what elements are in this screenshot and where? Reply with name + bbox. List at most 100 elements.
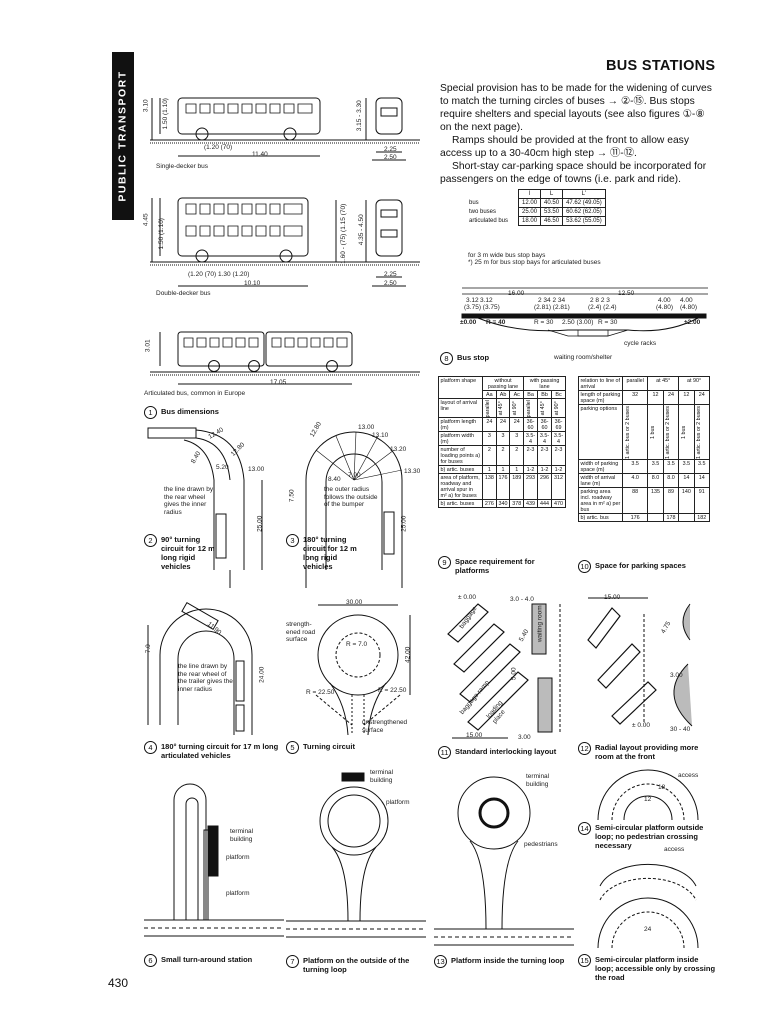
table-cell: 189 — [509, 473, 525, 501]
table-row: articulated bus 18.00 46.50 53.62 (55.05… — [466, 216, 606, 226]
width-label: 7.0 — [144, 644, 152, 654]
column-header: L' — [562, 189, 606, 199]
station-plan-drawing — [286, 765, 426, 949]
figure-number: 11 — [438, 746, 451, 759]
corner-header: platform shape — [438, 376, 483, 399]
dim-double-length: 10.10 — [244, 280, 261, 287]
table-cell: 2-3 — [537, 445, 552, 467]
table-cell: 439 — [523, 499, 539, 509]
platform-label: platform — [386, 799, 410, 806]
station-plan-drawing — [434, 765, 574, 955]
table-row: length of parking space (m) 32 12 24 12 … — [578, 390, 711, 405]
dim-double-driver: 1.60 - (75) (1.15 (70) — [340, 203, 348, 264]
stop-dimension: (4.80) — [680, 304, 697, 311]
table-cell: 46.50 — [540, 216, 564, 226]
terminal-label: terminal building — [370, 769, 394, 784]
figure-caption: 15 Semi-circular platform inside loop; a… — [578, 954, 718, 982]
row-label: platform width (m) — [438, 431, 483, 447]
figure-bus-stop: 16.00 12.50 3.12 3.12 2 34 2 34 2 8 2 3 … — [440, 270, 718, 370]
table-cell: 2 — [509, 445, 525, 467]
table-row: area of platform, roadway and arrival sp… — [438, 473, 566, 501]
column-header: at 90° — [678, 376, 710, 391]
table-cell: parallel — [482, 398, 497, 418]
table-cell: 2 — [482, 445, 497, 467]
figure-note: unstrengthened surface — [362, 719, 408, 734]
station-plan-drawing — [144, 770, 284, 948]
stop-dimension: 3.12 — [466, 297, 479, 304]
access-label: access — [664, 846, 685, 853]
table-cell: 444 — [537, 499, 552, 509]
caption-text: Space for parking spaces — [595, 561, 686, 570]
column-header: Aa — [482, 390, 497, 399]
cycle-racks-label: cycle racks — [624, 340, 657, 347]
figure-90-turning: 12.40 12.80 8.40 5.20 13.00 25.00 the li… — [144, 420, 274, 585]
table-cell: 176 — [621, 513, 649, 523]
label-articulated: Articulated bus, common in Europe — [144, 390, 246, 397]
table-cell: 293 — [523, 473, 539, 501]
figure-caption: 3 180° turning circuit for 12 m long rig… — [286, 534, 366, 571]
caption-text: Space requirement for platforms — [455, 557, 535, 575]
page-number: 430 — [108, 976, 129, 990]
column-header: Bc — [551, 390, 566, 399]
platform-plan-drawing — [578, 770, 718, 820]
platform-label: platform — [226, 890, 250, 897]
figure-interlocking-layout: ± 0.00 3.0 - 4.0 baggage waiting room 5.… — [438, 594, 578, 764]
figure-number: 14 — [578, 822, 591, 835]
layout-plan-drawing — [578, 594, 718, 744]
stop-dimension: 3.12 — [480, 297, 493, 304]
column-header: Ac — [509, 390, 525, 399]
stop-dimension: (2.81) (2.81) — [534, 304, 570, 311]
figure-outside-platform: terminal building platform 7 Platform on… — [286, 765, 426, 975]
table-cell — [678, 513, 695, 523]
table-cell: at 45° — [537, 398, 552, 418]
figure-number: 7 — [286, 955, 299, 968]
figure-caption: 7 Platform on the outside of the turning… — [286, 955, 426, 974]
table-cell: 1 bus — [678, 404, 695, 460]
row-label: parking options — [578, 403, 623, 461]
table-header-row: relation to line of arrival parallel at … — [578, 376, 710, 391]
intro-paragraph: Ramps should be provided at the front to… — [440, 135, 689, 159]
column-header: at 45° — [647, 376, 680, 391]
figure-note: strength-ened road surface — [286, 621, 316, 643]
table-cell: 3 — [482, 431, 497, 447]
table-cell: 36-60 — [537, 417, 552, 433]
table-cell: 3.5 — [678, 459, 695, 475]
figure-number: 8 — [440, 352, 453, 365]
column-header: Ba — [523, 390, 539, 399]
row-label: width of arrival lane (m) — [578, 473, 623, 489]
radius-label: R = 22.50 — [378, 687, 407, 694]
figure-radial-layout: 15.00 4.75 3.00 ± 0.00 30 - 40 12 Radial… — [578, 594, 718, 769]
turning-circuit-drawing — [286, 595, 426, 745]
row-label: area of platform, roadway and arrival sp… — [438, 473, 483, 501]
table-cell: 3.5-4 — [551, 431, 566, 447]
figure-caption: 12 Radial layout providing more room at … — [578, 742, 718, 761]
turning-circuit-drawing — [286, 420, 426, 590]
caption-text: Bus dimensions — [161, 407, 219, 416]
figure-number: 1 — [144, 406, 157, 419]
table-cell: 14 — [678, 473, 695, 489]
table-row: platform width (m) 3 3 3 3.5-4 3.5-4 3.5… — [438, 431, 566, 447]
caption-text: 180° turning circuit for 17 m long artic… — [161, 742, 279, 760]
table-header-row: Aa Ab Ac Ba Bb Bc — [439, 390, 566, 399]
table-cell: 25.00 — [518, 207, 542, 217]
table-cell: 12 — [647, 390, 664, 405]
table-cell: 1 artic. bus or 2 buses — [663, 404, 679, 460]
figure-caption: 8 Bus stop — [440, 352, 489, 365]
table-cell: 91 — [693, 487, 711, 515]
figure-caption: 9 Space requirement for platforms — [438, 556, 558, 575]
row-label: number of loading points a) for buses — [438, 445, 483, 467]
intro-paragraph: Special provision has to be made for the… — [440, 83, 712, 133]
figure-180-turning: 12.80 13.00 13.10 13.20 13.30 8.40 7.90 … — [286, 420, 426, 585]
stop-dimension: (4.80) — [656, 304, 673, 311]
table-cell: 378 — [509, 499, 525, 509]
bus-stop-note: *) 25 m for bus stop bays for articulate… — [468, 259, 601, 266]
figure-inside-platform: terminal building pedestrians 13 Platfor… — [434, 765, 574, 980]
stop-axis-label: R = 40 — [486, 319, 506, 326]
radius-label: 13.00 — [248, 466, 265, 473]
table-cell: 135 — [647, 487, 664, 515]
figure-note: the line drawn by the rear wheel of the … — [178, 663, 233, 693]
figure-caption: 14 Semi-circular platform outside loop; … — [578, 822, 718, 850]
figure-number: 9 — [438, 556, 451, 569]
dim-single-overall-height: 3.15 - 3.30 — [355, 100, 363, 132]
caption-text: Standard interlocking layout — [455, 747, 557, 756]
